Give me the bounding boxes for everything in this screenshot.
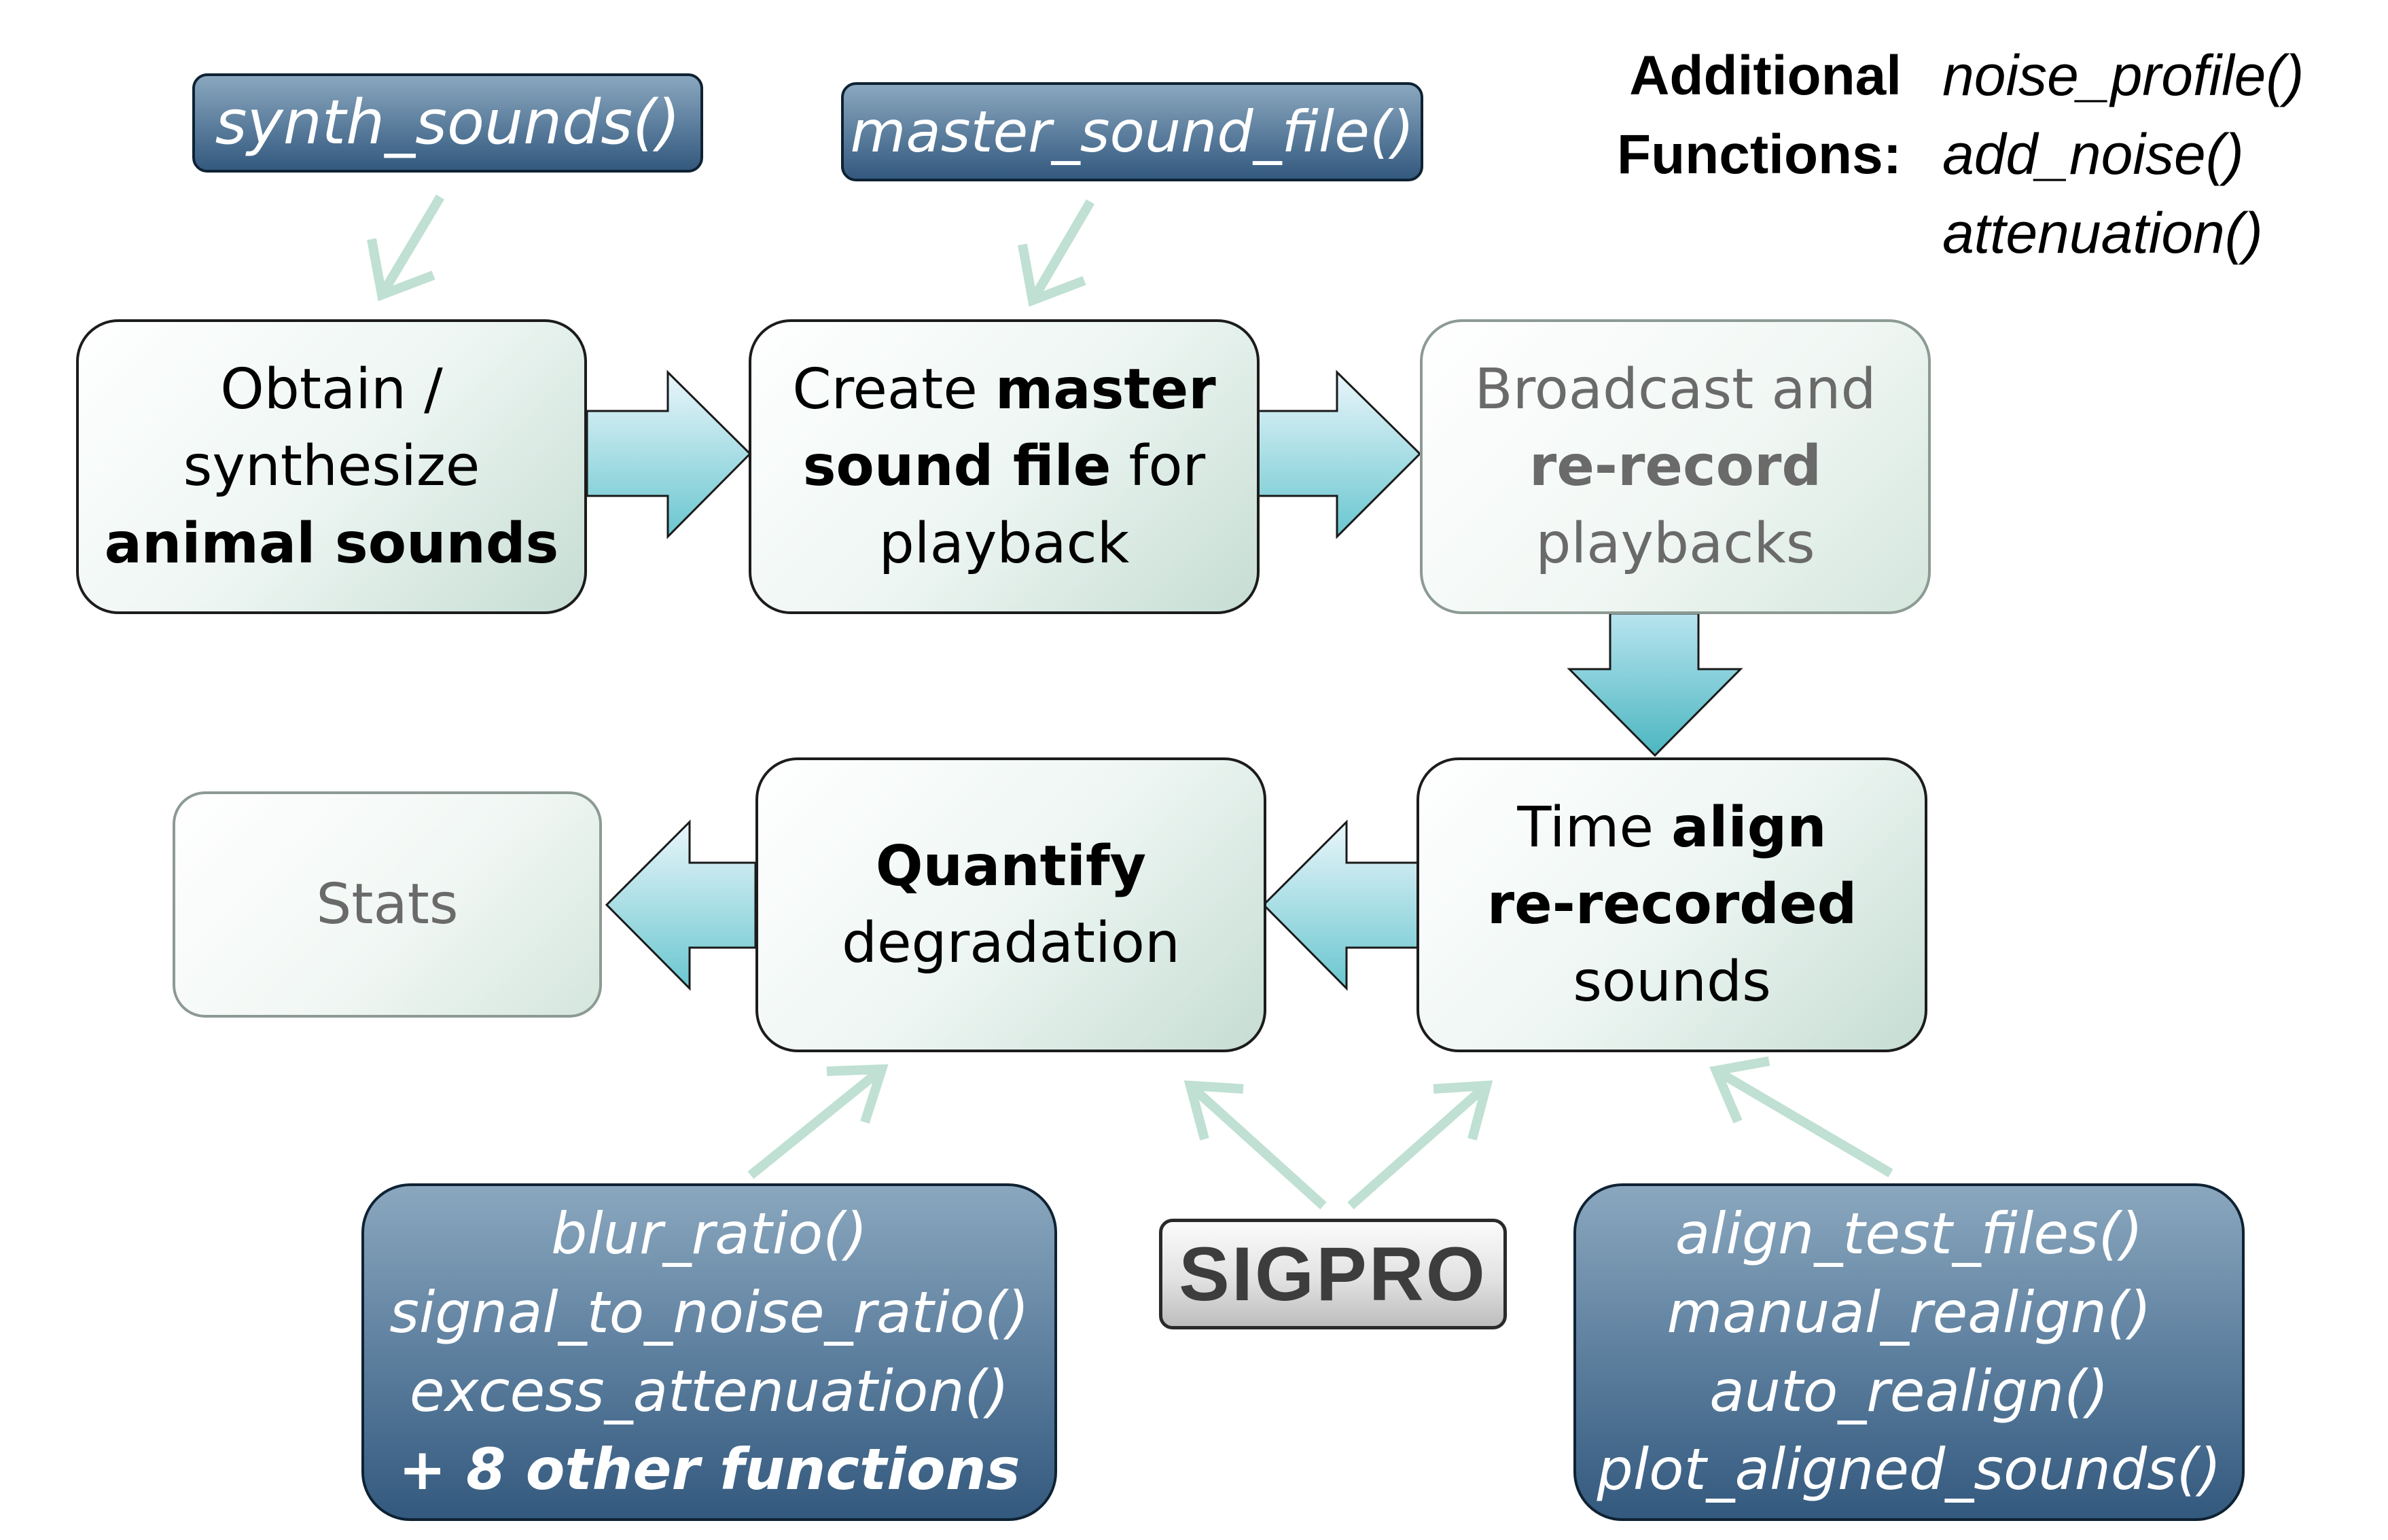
additional-functions-title: Additional Functions: xyxy=(1617,37,1902,195)
step-text-line: Broadcast and xyxy=(1474,357,1876,423)
additional-title-line-1: Additional xyxy=(1629,45,1902,107)
step-text-line: re-recorded xyxy=(1486,872,1857,937)
more-functions-note: + 8 other functions xyxy=(398,1436,1020,1503)
additional-function-item: noise_profile() xyxy=(1942,43,2304,107)
additional-function-item: add_noise() xyxy=(1942,122,2244,186)
step-quantify-degradation: Quantify degradation xyxy=(755,757,1266,1052)
step-text-line: sound file for xyxy=(802,434,1206,499)
step-stats: Stats xyxy=(173,791,602,1018)
synth-sounds-function: synth_sounds() xyxy=(192,73,703,173)
flow-arrow-master-to-broadcast xyxy=(1255,370,1422,539)
additional-functions-list: noise_profile() add_noise() attenuation(… xyxy=(1942,37,2304,273)
pointer-arrow-sigpro-to-align xyxy=(1347,1080,1493,1210)
step-create-master-sound-file: Create master sound file for playback xyxy=(749,319,1260,614)
additional-title-line-2: Functions: xyxy=(1617,124,1902,186)
function-item: manual_realign() xyxy=(1667,1278,2152,1346)
step-text-line: sounds xyxy=(1573,949,1771,1014)
pointer-arrow-master-fn xyxy=(1018,199,1095,307)
flow-arrow-align-to-quantify xyxy=(1262,819,1419,991)
step-text-line: re-record xyxy=(1529,434,1822,499)
function-item: auto_realign() xyxy=(1709,1357,2109,1425)
master-sound-file-function: master_sound_file() xyxy=(841,82,1423,181)
sigpro-badge: SIGPRO xyxy=(1159,1219,1507,1329)
step-broadcast-rerecord: Broadcast and re-record playbacks xyxy=(1420,319,1931,614)
align-functions-group: align_test_files() manual_realign() auto… xyxy=(1573,1183,2245,1521)
function-item: align_test_files() xyxy=(1675,1200,2143,1267)
step-obtain-sounds: Obtain / synthesize animal sounds xyxy=(76,319,587,614)
sigpro-label: SIGPRO xyxy=(1179,1232,1487,1317)
quantify-functions-group: blur_ratio() signal_to_noise_ratio() exc… xyxy=(361,1183,1057,1521)
additional-functions: Additional Functions: noise_profile() ad… xyxy=(1617,37,2304,273)
flow-arrow-quantify-to-stats xyxy=(605,819,757,991)
function-item: signal_to_noise_ratio() xyxy=(389,1278,1029,1346)
master-sound-file-label: master_sound_file() xyxy=(850,99,1414,165)
step-time-align: Time align re-recorded sounds xyxy=(1416,757,1927,1052)
step-text-line: Obtain / xyxy=(220,357,443,423)
step-text-line: Time align xyxy=(1517,795,1827,861)
step-text-line: degradation xyxy=(842,911,1180,975)
step-text-line: Quantify xyxy=(875,834,1147,899)
function-item: plot_aligned_sounds() xyxy=(1597,1436,2222,1503)
function-item: excess_attenuation() xyxy=(409,1357,1010,1425)
pointer-arrow-align-fns xyxy=(1709,1056,1893,1178)
flow-arrow-broadcast-to-align xyxy=(1567,612,1743,757)
step-text-line: synthesize xyxy=(183,434,480,499)
step-text-line: Stats xyxy=(316,872,459,937)
step-text-line: playback xyxy=(878,511,1130,576)
flow-arrow-obtain-to-master xyxy=(586,370,752,539)
synth-sounds-label: synth_sounds() xyxy=(215,87,681,158)
step-text-line: playbacks xyxy=(1535,511,1815,576)
additional-function-item: attenuation() xyxy=(1942,200,2263,265)
step-text-line: animal sounds xyxy=(104,511,559,576)
pointer-arrow-quantify-fns xyxy=(747,1064,889,1179)
pointer-arrow-sigpro-to-quantify xyxy=(1183,1080,1327,1210)
step-text-line: Create master xyxy=(792,357,1216,423)
function-item: blur_ratio() xyxy=(551,1200,868,1267)
pointer-arrow-synth xyxy=(367,194,445,302)
